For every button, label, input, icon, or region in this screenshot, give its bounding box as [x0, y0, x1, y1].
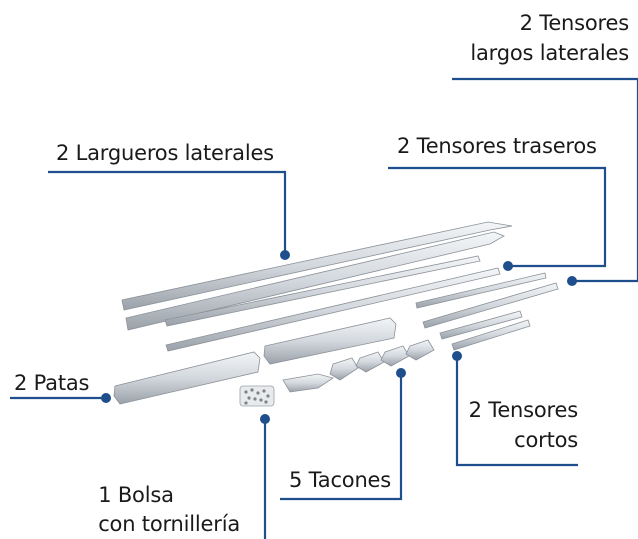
- label-tacones: 5 Tacones: [289, 468, 392, 492]
- tensor-corto-2: [451, 319, 531, 351]
- tensor-trasero-2: [422, 282, 559, 329]
- tensor-corto-1: [439, 310, 523, 340]
- tacon-1: [282, 373, 334, 393]
- label-tensores-cortos-line2: cortos: [514, 428, 578, 452]
- label-tensores-largos-laterales: 2 Tensores largos laterales: [470, 11, 629, 66]
- tacon-3: [355, 351, 385, 373]
- label-tensores-cortos: 2 Tensores cortos: [468, 398, 579, 453]
- label-bolsa-line1: 1 Bolsa: [98, 483, 174, 507]
- leader-tacones: [280, 373, 403, 501]
- label-patas: 2 Patas: [14, 371, 90, 395]
- tacon-5: [405, 339, 435, 361]
- parts: [113, 221, 559, 405]
- leader-tensores-traseros: [388, 166, 607, 268]
- label-bolsa-line2: con tornillería: [98, 512, 240, 536]
- leader-tensores-cortos: [455, 356, 578, 467]
- tacon-4: [380, 345, 410, 367]
- tacon-2: [329, 357, 359, 381]
- larguero-lateral-1: [121, 221, 513, 311]
- label-tensores-cortos-line1: 2 Tensores: [468, 398, 579, 422]
- leader-largueros: [48, 170, 287, 255]
- label-tensores-largos-line2: largos laterales: [470, 41, 629, 65]
- tensor-trasero-1: [415, 272, 547, 309]
- bolsa-tornilleria: [239, 385, 275, 407]
- leader-tensores-largos: [452, 77, 638, 283]
- pata-2: [263, 317, 397, 365]
- label-largueros-laterales: 2 Largueros laterales: [56, 141, 274, 165]
- tensor-largo-lateral-2: [165, 267, 501, 352]
- larguero-lateral-2: [125, 231, 505, 331]
- label-bolsa-tornilleria: 1 Bolsa con tornillería: [98, 483, 240, 537]
- tensor-largo-lateral-1: [164, 255, 481, 327]
- pata-1: [113, 351, 261, 405]
- label-tensores-traseros: 2 Tensores traseros: [397, 134, 597, 158]
- label-tensores-largos-line1: 2 Tensores: [519, 11, 630, 35]
- leader-dots: [101, 250, 577, 424]
- leader-lines: [10, 77, 638, 539]
